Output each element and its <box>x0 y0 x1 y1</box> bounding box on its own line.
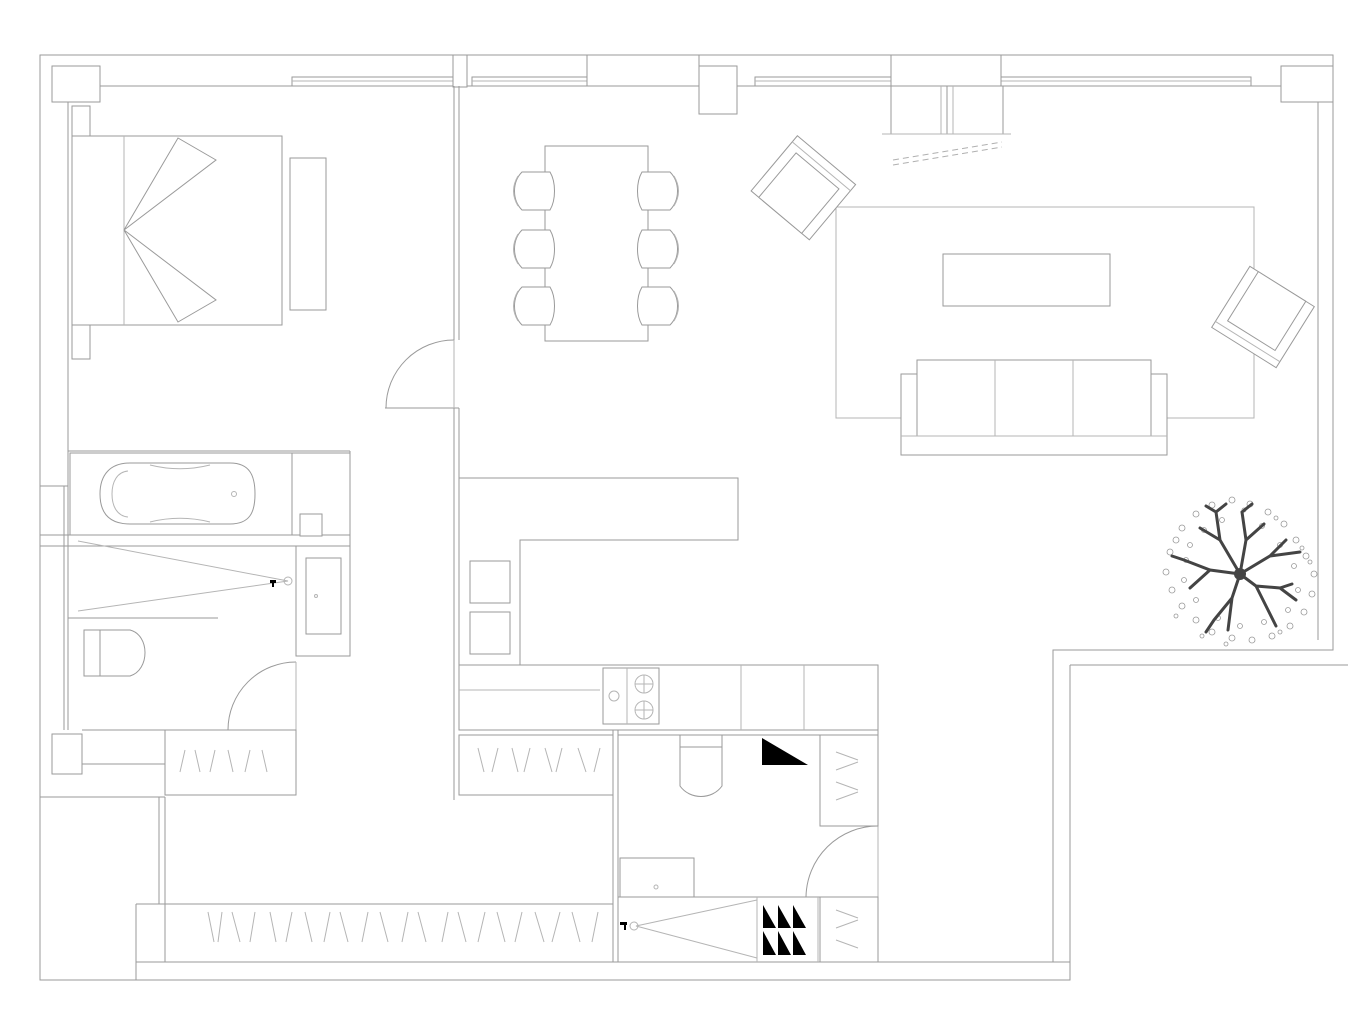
armchair-icon <box>751 136 856 240</box>
sink-icon <box>300 514 322 536</box>
sofa-icon <box>901 360 1167 455</box>
kitchen-counter <box>459 665 878 730</box>
appliance <box>470 612 510 654</box>
wardrobe-icon <box>820 897 878 962</box>
columns <box>52 55 1333 774</box>
sink-icon <box>296 546 350 656</box>
chair-icon <box>514 230 555 268</box>
column <box>52 66 100 102</box>
toilet-icon <box>84 630 145 676</box>
chair-icon <box>638 172 679 210</box>
bed-icon <box>72 106 282 359</box>
decor-triangle <box>762 738 808 765</box>
bench <box>290 158 326 310</box>
column <box>453 55 467 87</box>
armchair-icon <box>1212 266 1315 367</box>
door-swing-icon <box>806 826 878 897</box>
coffee-table-icon <box>943 254 1110 306</box>
column <box>699 66 737 114</box>
wardrobe-icon <box>165 904 613 962</box>
door-swing-icon <box>386 340 454 408</box>
chair-icon <box>638 230 679 268</box>
dining-chairs <box>514 172 679 325</box>
chair-icon <box>514 172 555 210</box>
toilet-icon <box>680 735 722 797</box>
stove-icon <box>603 668 659 724</box>
column <box>1281 66 1333 102</box>
door-swings <box>228 340 878 897</box>
appliance <box>470 561 510 603</box>
balcony-door <box>882 86 1011 165</box>
chair-icon <box>514 287 555 325</box>
shower-icon <box>78 541 292 611</box>
wardrobe-icon <box>165 730 296 795</box>
dining-table-icon <box>545 146 648 341</box>
chair-icon <box>638 287 679 325</box>
column <box>52 734 82 774</box>
door-swing-icon <box>228 662 296 730</box>
tree-icon <box>1163 497 1317 646</box>
wardrobe-icon <box>820 735 878 826</box>
shower-icon <box>620 900 757 958</box>
bathtub-icon <box>70 453 292 535</box>
wardrobe-icon <box>459 735 613 795</box>
decor-tiles <box>763 905 806 955</box>
sink-icon <box>620 858 694 897</box>
windows <box>292 55 1251 86</box>
